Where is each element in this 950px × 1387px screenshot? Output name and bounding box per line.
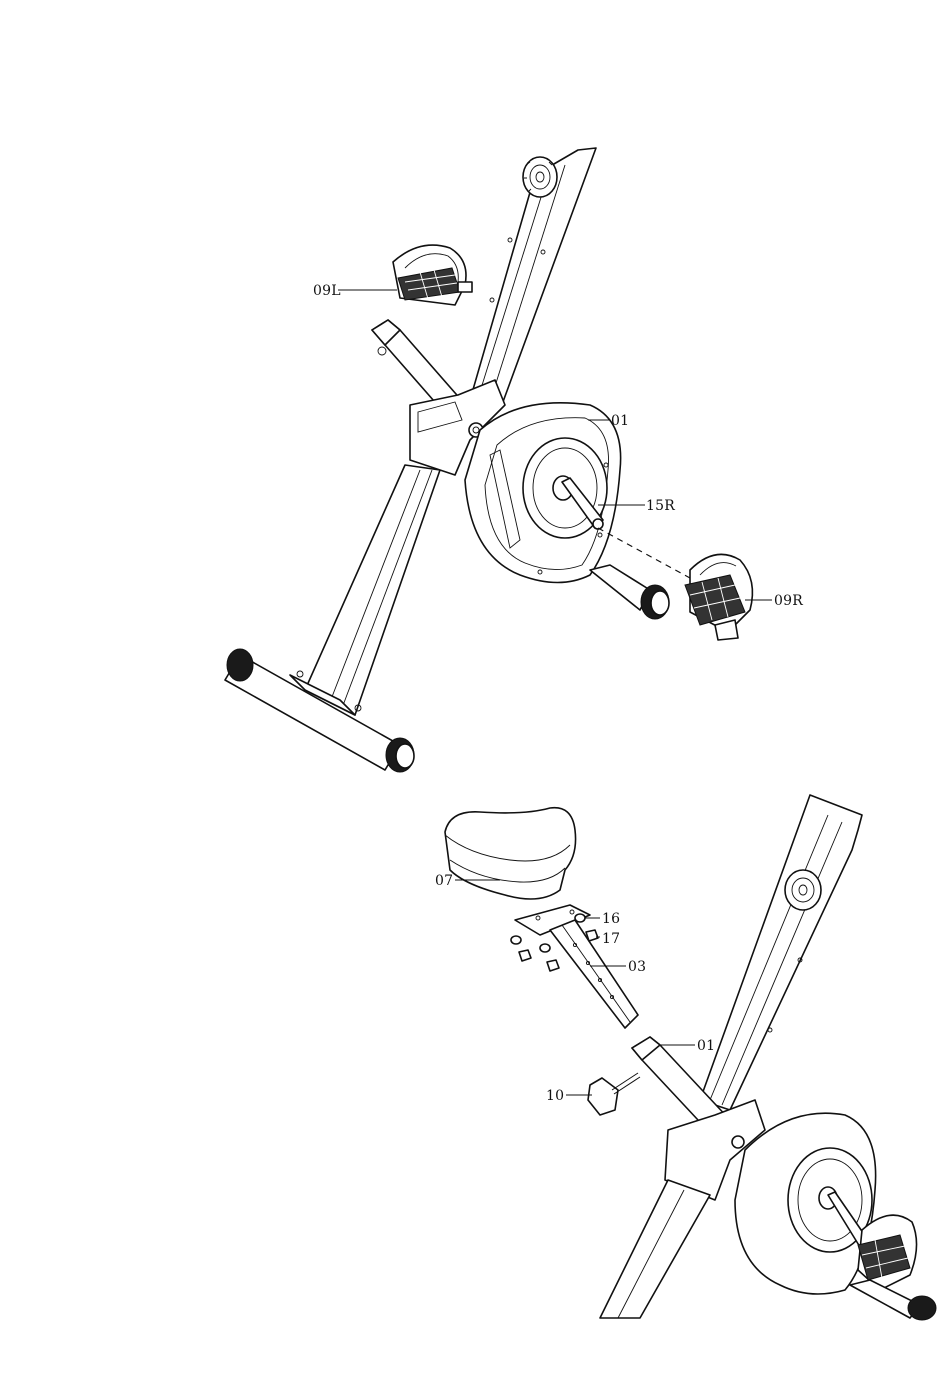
label-washer: 16 [602, 911, 620, 927]
label-seat-post: 03 [628, 959, 646, 975]
tension-knob [523, 157, 557, 197]
top-assembly-figure [225, 148, 752, 772]
pedal-lower [858, 1215, 917, 1290]
adjustment-knob [588, 1073, 640, 1115]
label-knob: 10 [546, 1088, 564, 1104]
pedal-right [685, 554, 752, 640]
label-frame-top: 01 [611, 413, 629, 429]
label-pedal-right: 09R [774, 593, 803, 609]
label-nut: 17 [602, 931, 620, 947]
label-pedal-left: 09L [313, 283, 341, 299]
label-seat: 07 [435, 873, 453, 889]
label-frame-bottom: 01 [697, 1038, 715, 1054]
front-stabilizer-stub [590, 565, 669, 619]
seat [445, 808, 576, 899]
front-stabilizer-lower [850, 1280, 936, 1320]
frame-upright-tube-lower [700, 795, 862, 1110]
frame-rear-leg-lower [600, 1180, 710, 1318]
label-crank-right: 15R [646, 498, 675, 514]
tension-knob-lower [785, 870, 821, 910]
pedal-left [393, 245, 472, 305]
frame-rear-leg [305, 465, 440, 715]
bottom-assembly-figure [445, 795, 936, 1320]
flywheel-housing [465, 403, 621, 583]
flywheel-housing-lower [735, 1113, 876, 1294]
